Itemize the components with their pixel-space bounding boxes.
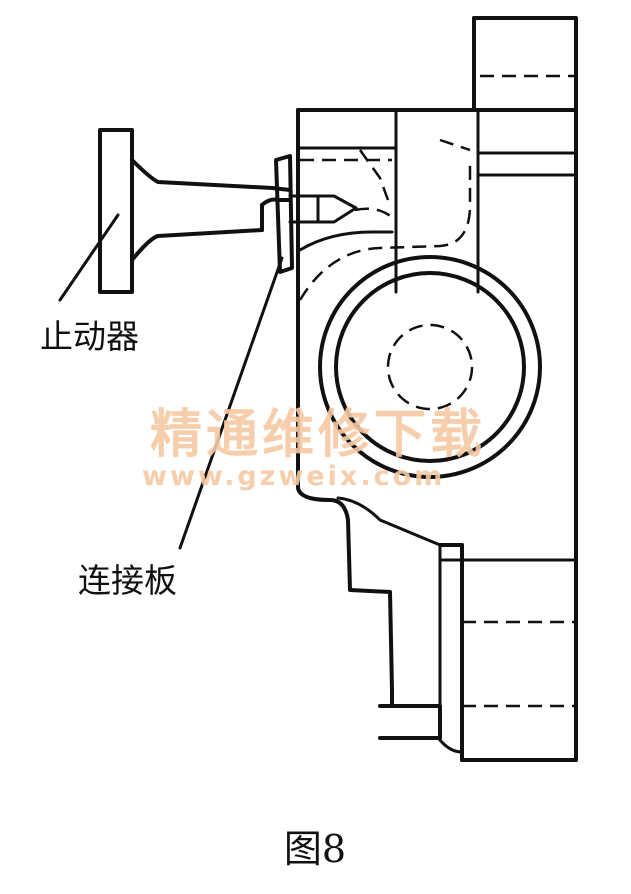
housing-top-block [472,16,578,112]
connecting-plate-part [274,154,294,274]
actuator-part [98,128,358,294]
bore-circle [318,255,542,479]
plate-leader-line [178,256,284,550]
actuator-leader-line [58,213,120,302]
figure-caption: 图8 [284,827,346,871]
actuator-label: 止动器 [40,317,139,356]
watermark-text: 精通维修下载 [150,405,486,465]
watermark-url: www.gzweix.com [142,461,445,492]
connecting-plate-label: 连接板 [78,561,177,600]
housing-body [296,108,578,762]
